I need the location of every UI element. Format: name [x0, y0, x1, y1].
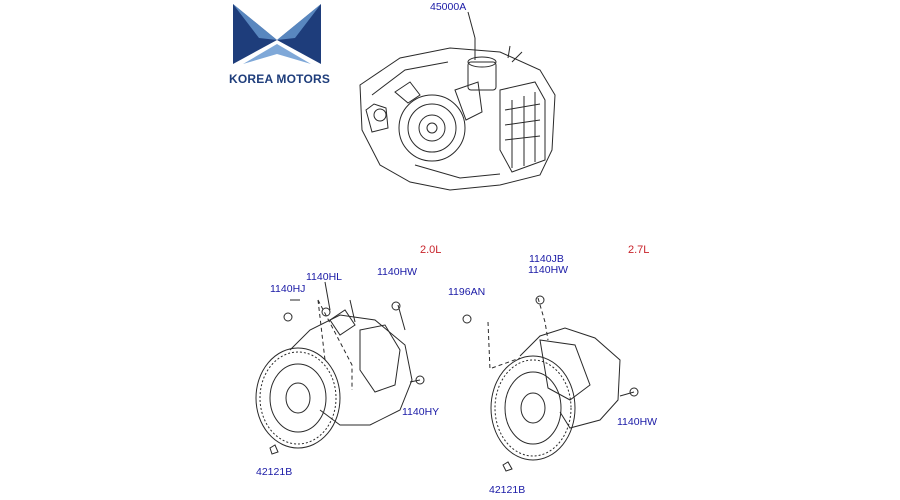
part-label-42121b-20l: 42121B: [256, 466, 293, 478]
transmission-assembly-drawing: [359, 11, 556, 191]
brand-name: KOREA MOTORS: [229, 72, 331, 86]
engine-20l-drawing: [255, 281, 425, 455]
part-label-main: 45000A: [430, 1, 467, 13]
korea-motors-logo: [233, 4, 321, 64]
part-label-1140hw-27l-top: 1140HW: [528, 264, 569, 276]
engine-label-27l: 2.7L: [628, 244, 650, 256]
part-label-42121b-27l: 42121B: [489, 484, 526, 496]
part-label-1140jb: 1140JB: [529, 253, 564, 265]
part-label-1140hw-20l: 1140HW: [377, 266, 418, 278]
part-label-1140hw-27l-side: 1140HW: [617, 416, 658, 428]
part-label-1140hj: 1140HJ: [270, 283, 306, 295]
part-label-1140hl: 1140HL: [306, 271, 343, 283]
part-label-1196an: 1196AN: [448, 286, 486, 298]
part-label-1140hy: 1140HY: [402, 406, 440, 418]
engine-label-20l: 2.0L: [420, 244, 442, 256]
engine-27l-drawing: [462, 295, 639, 472]
